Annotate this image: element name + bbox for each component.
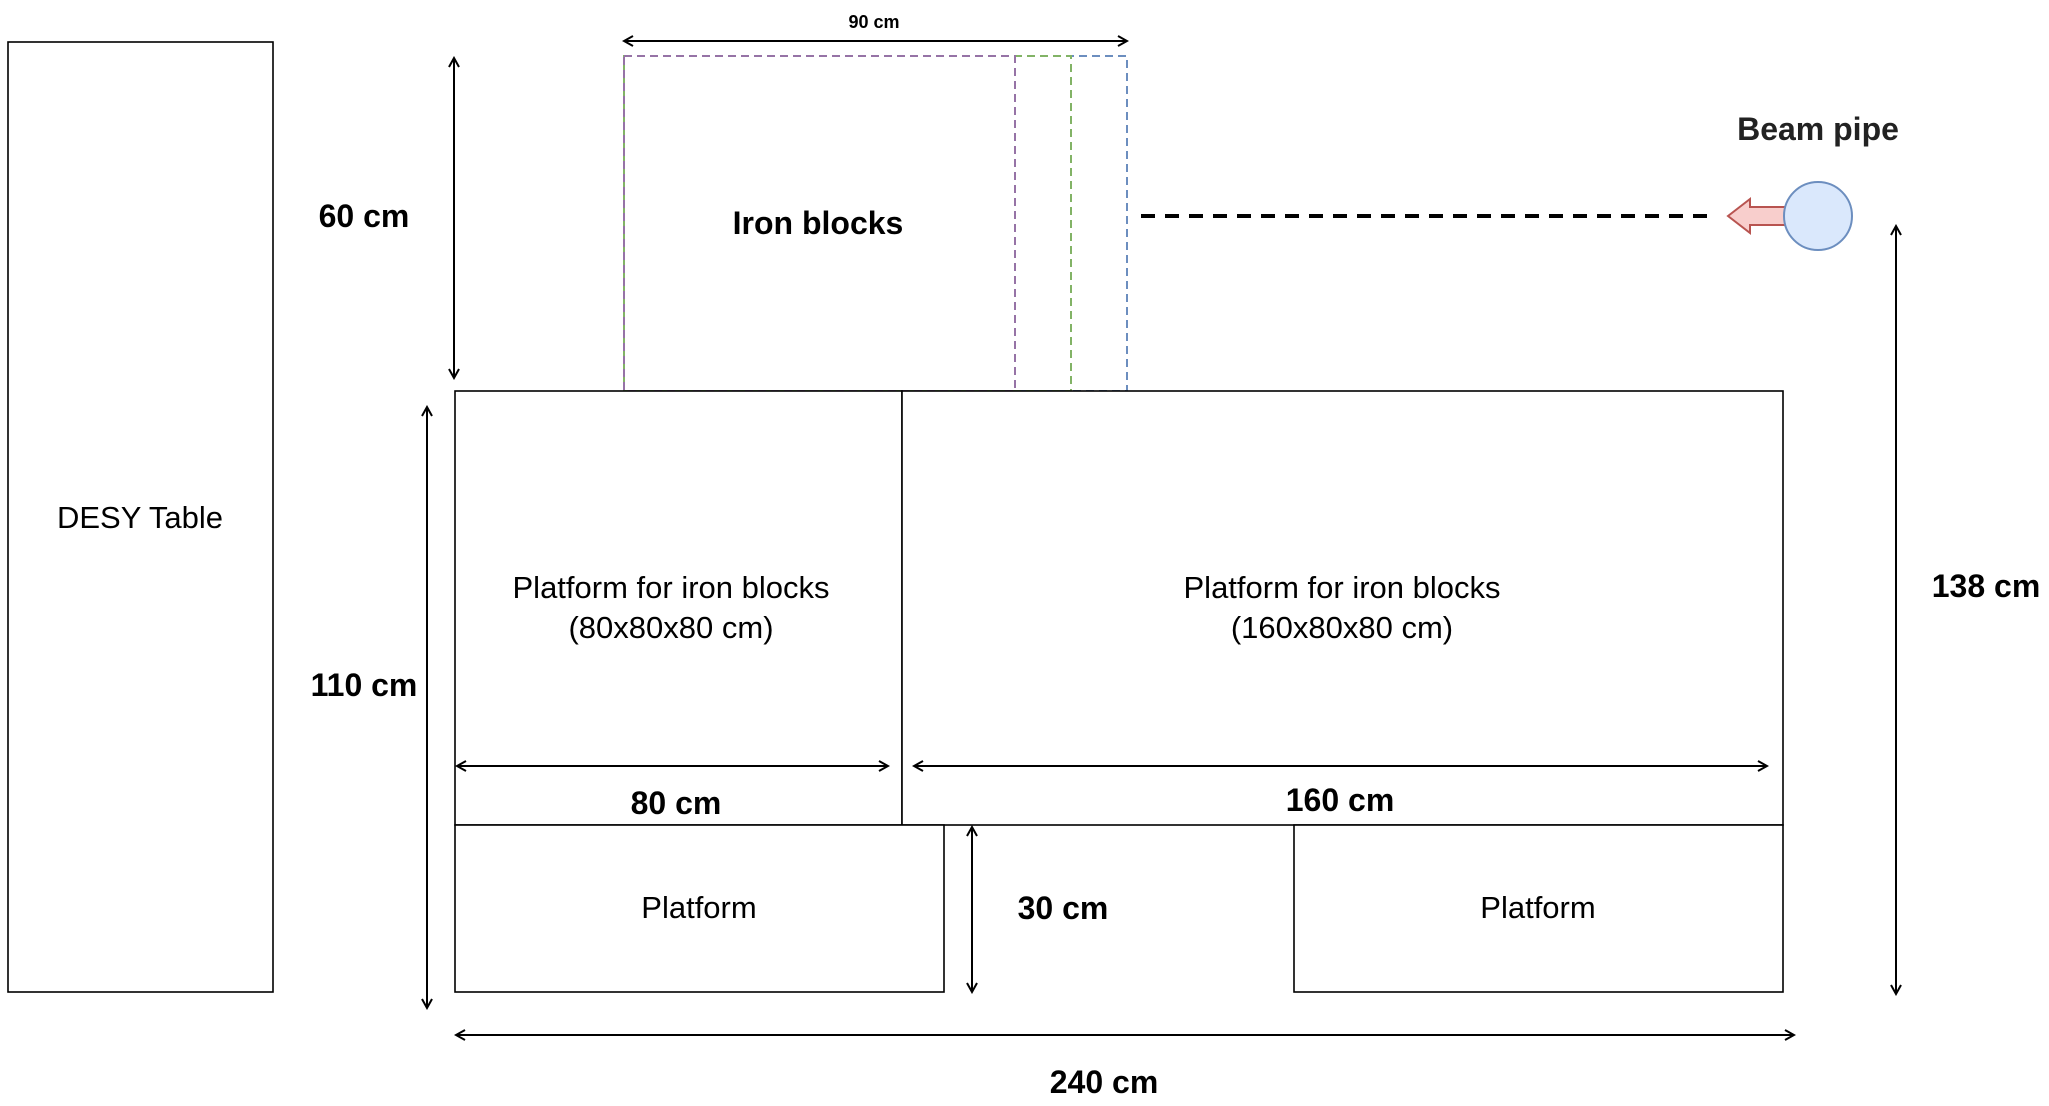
platform-80-title: Platform for iron blocks	[513, 570, 830, 605]
beam-height-label: 138 cm	[1932, 568, 2041, 604]
iron-block-outline-purple	[623, 55, 1016, 392]
total-width-label: 240 cm	[1050, 1064, 1159, 1100]
beam-pipe-label: Beam pipe	[1737, 111, 1899, 147]
platform-left-label: Platform	[641, 890, 756, 925]
width-80-label: 80 cm	[631, 785, 722, 821]
desy-table-box	[7, 41, 274, 993]
platform-160-box	[901, 390, 1784, 826]
platform-160-title: Platform for iron blocks	[1184, 570, 1501, 605]
width-160-label: 160 cm	[1286, 782, 1395, 818]
iron-height-label: 60 cm	[319, 198, 410, 234]
platform-80-box	[454, 390, 903, 826]
beam-direction-arrow-icon	[1726, 196, 1787, 236]
gap-height-label: 30 cm	[1018, 890, 1109, 926]
platform-right-label: Platform	[1480, 890, 1595, 925]
platform-160-size: (160x80x80 cm)	[1231, 610, 1453, 645]
beam-pipe-icon	[1783, 181, 1853, 251]
total-height-label: 110 cm	[311, 667, 418, 703]
desy-table-label: DESY Table	[57, 500, 223, 535]
platform-80-size: (80x80x80 cm)	[568, 610, 773, 645]
iron-width-label: 90 cm	[848, 12, 899, 32]
platform-left-box	[454, 824, 945, 993]
platform-right-box	[1293, 824, 1784, 993]
iron-blocks-label: Iron blocks	[733, 205, 904, 241]
